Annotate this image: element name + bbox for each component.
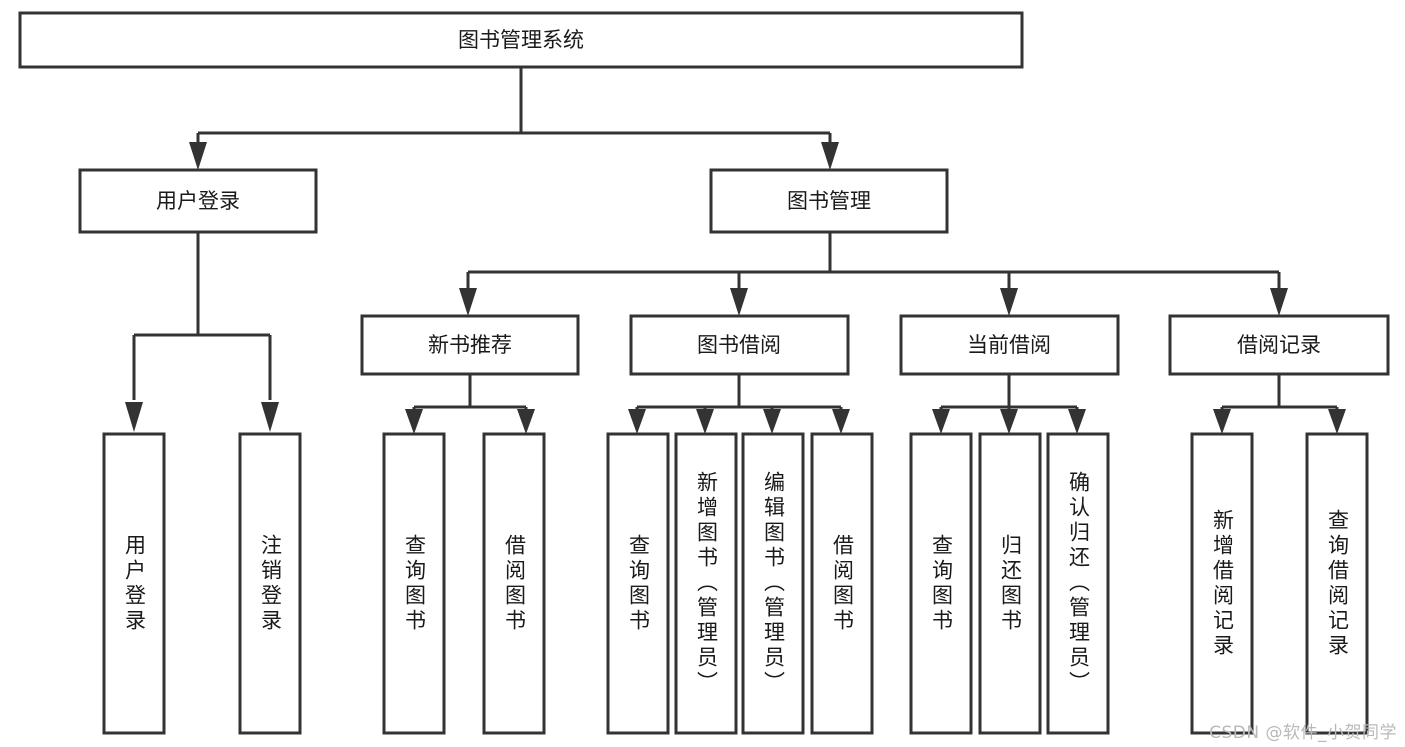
connector-group-book-manage [459, 232, 1288, 316]
node-book-manage-box[interactable] [709, 168, 949, 234]
leaf-query-book-1-box[interactable] [382, 432, 446, 735]
node-book-manage-label: 图书管理 [787, 189, 871, 213]
connector-group-current-borrow [932, 374, 1086, 434]
connector-group-borrow-record [1213, 374, 1346, 434]
leaf-borrow-book-2-box[interactable] [810, 432, 874, 735]
leaf-add-book-box[interactable] [674, 432, 738, 735]
node-root-box[interactable] [18, 11, 1024, 69]
leaf-confirm-return-box[interactable] [1046, 432, 1110, 735]
connector-group-user-login [125, 232, 279, 432]
leaf-query-book-3-box[interactable] [909, 432, 973, 735]
leaf-return-book-box[interactable] [978, 432, 1042, 735]
node-current-borrow-box[interactable] [899, 314, 1120, 376]
connector-group-root [189, 67, 839, 170]
node-book-borrow-box[interactable] [629, 314, 850, 376]
node-borrow-record-label: 借阅记录 [1237, 333, 1321, 357]
leaf-edit-book-box[interactable] [741, 432, 805, 735]
leaf-query-book-2-box[interactable] [606, 432, 670, 735]
node-root-label: 图书管理系统 [458, 28, 584, 52]
watermark-text: CSDN @软件_小贺同学 [1209, 723, 1397, 743]
leaf-add-record-box[interactable] [1190, 432, 1254, 735]
node-user-login-box[interactable] [78, 168, 318, 234]
node-user-login-label: 用户登录 [156, 189, 240, 213]
connector-group-new-book-rec [405, 374, 535, 434]
node-new-book-rec-box[interactable] [360, 314, 580, 376]
node-book-borrow-label: 图书借阅 [697, 333, 781, 357]
node-new-book-rec-label: 新书推荐 [428, 333, 512, 357]
node-borrow-record-box[interactable] [1168, 314, 1390, 376]
leaf-query-record-box[interactable] [1305, 432, 1369, 735]
leaf-user-logout-box[interactable] [238, 432, 302, 735]
leaf-borrow-book-1-box[interactable] [482, 432, 546, 735]
leaf-user-login-box[interactable] [102, 432, 166, 735]
node-current-borrow-label: 当前借阅 [967, 333, 1051, 357]
connector-group-book-borrow [628, 374, 850, 434]
